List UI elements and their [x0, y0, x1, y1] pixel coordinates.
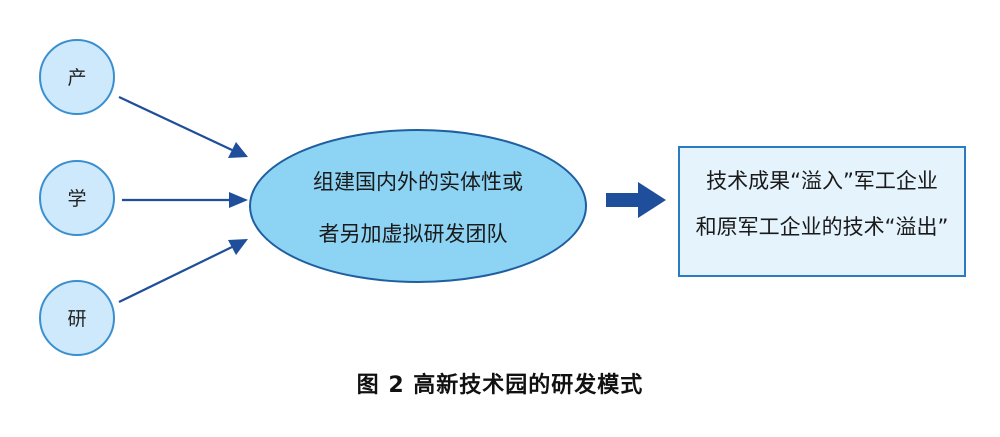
node-research: 研	[39, 280, 115, 356]
result-box-rect	[678, 146, 966, 277]
figure-caption: 图 2 高新技术园的研发模式	[356, 373, 644, 398]
center-node: 组建国内外的实体性或 者另加虚拟研发团队	[249, 129, 587, 283]
node-research-circle	[39, 280, 115, 356]
center-label-line2: 者另加虚拟研发团队	[319, 222, 508, 246]
node-academia-label: 学	[67, 188, 86, 210]
node-academia-circle	[39, 160, 115, 236]
node-research-label: 研	[67, 308, 86, 330]
result-label-line2: 和原军工企业的技术“溢出”	[696, 215, 949, 239]
node-industry: 产	[39, 39, 115, 115]
result-label-line1: 技术成果“溢入”军工企业	[706, 169, 938, 193]
arrow-research-to-center	[118, 239, 248, 303]
node-industry-label: 产	[67, 67, 86, 89]
arrow-academia-to-center	[122, 192, 248, 208]
node-industry-circle	[39, 39, 115, 115]
node-academia: 学	[39, 160, 115, 236]
arrow-industry-to-center	[118, 96, 248, 158]
result-box: 技术成果“溢入”军工企业 和原军工企业的技术“溢出”	[678, 146, 966, 277]
center-label-line1: 组建国内外的实体性或	[313, 170, 523, 194]
arrow-center-to-result	[606, 182, 666, 218]
center-ellipse	[249, 129, 587, 283]
